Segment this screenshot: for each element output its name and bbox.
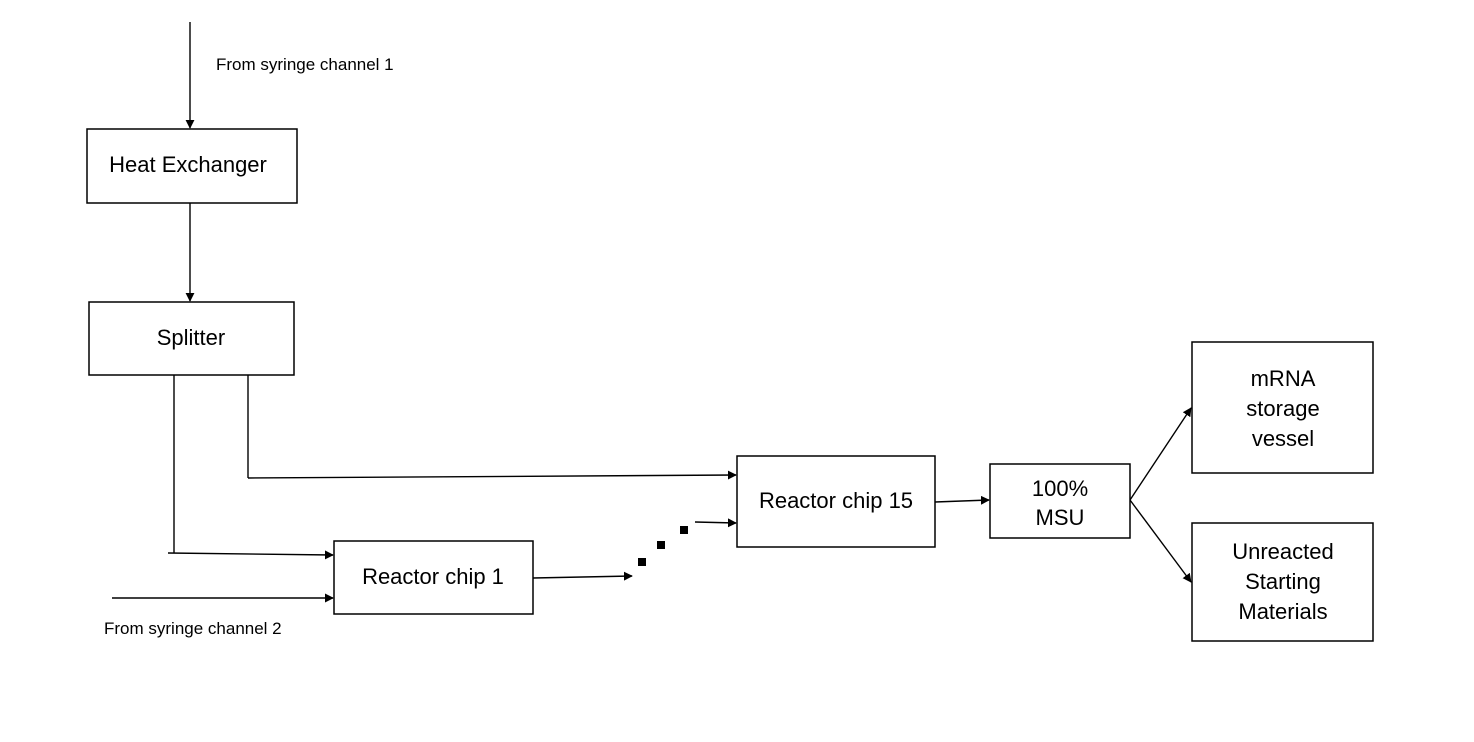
splitter-label: Splitter	[157, 325, 225, 350]
mrna-storage-vessel-node: mRNA storage vessel	[1191, 341, 1374, 474]
arrow-msu-to-unreacted	[1129, 499, 1192, 583]
ellipsis-dot-1	[638, 558, 646, 566]
arrow-msu-to-storage	[1129, 407, 1192, 501]
ellipsis-dot-3	[680, 526, 688, 534]
syringe-channel-2-label: From syringe channel 2	[104, 619, 282, 638]
msu-node: 100% MSU	[989, 463, 1131, 539]
arrow-splitter-to-reactor-chip-15	[247, 470, 737, 480]
msu-label-line-1: 100%	[1032, 476, 1088, 501]
arrow-into-reactor-chip-15	[694, 518, 737, 528]
unreacted-label-line-3: Materials	[1238, 599, 1327, 624]
reactor-chip-1-label: Reactor chip 1	[362, 564, 504, 589]
storage-label-line-2: storage	[1246, 396, 1319, 421]
msu-label-line-2: MSU	[1036, 505, 1085, 530]
heat-exchanger-label: Heat Exchanger	[109, 152, 267, 177]
arrow-reactor-chip-15-to-msu	[934, 495, 990, 505]
splitter-node: Splitter	[88, 301, 295, 376]
storage-label-line-1: mRNA	[1251, 366, 1316, 391]
storage-label-line-3: vessel	[1252, 426, 1314, 451]
unreacted-label-line-2: Starting	[1245, 569, 1321, 594]
unreacted-starting-materials-node: Unreacted Starting Materials	[1191, 522, 1374, 642]
reactor-chip-1-node: Reactor chip 1	[333, 540, 534, 615]
ellipsis-dot-2	[657, 541, 665, 549]
arrow-reactor-chip-1-out	[532, 571, 633, 581]
reactor-chip-15-node: Reactor chip 15	[736, 455, 936, 548]
reactor-chip-15-label: Reactor chip 15	[759, 488, 913, 513]
heat-exchanger-node: Heat Exchanger	[86, 128, 298, 204]
syringe-channel-1-label: From syringe channel 1	[216, 55, 394, 74]
unreacted-label-line-1: Unreacted	[1232, 539, 1334, 564]
arrow-splitter-to-reactor-chip-1	[167, 550, 334, 560]
